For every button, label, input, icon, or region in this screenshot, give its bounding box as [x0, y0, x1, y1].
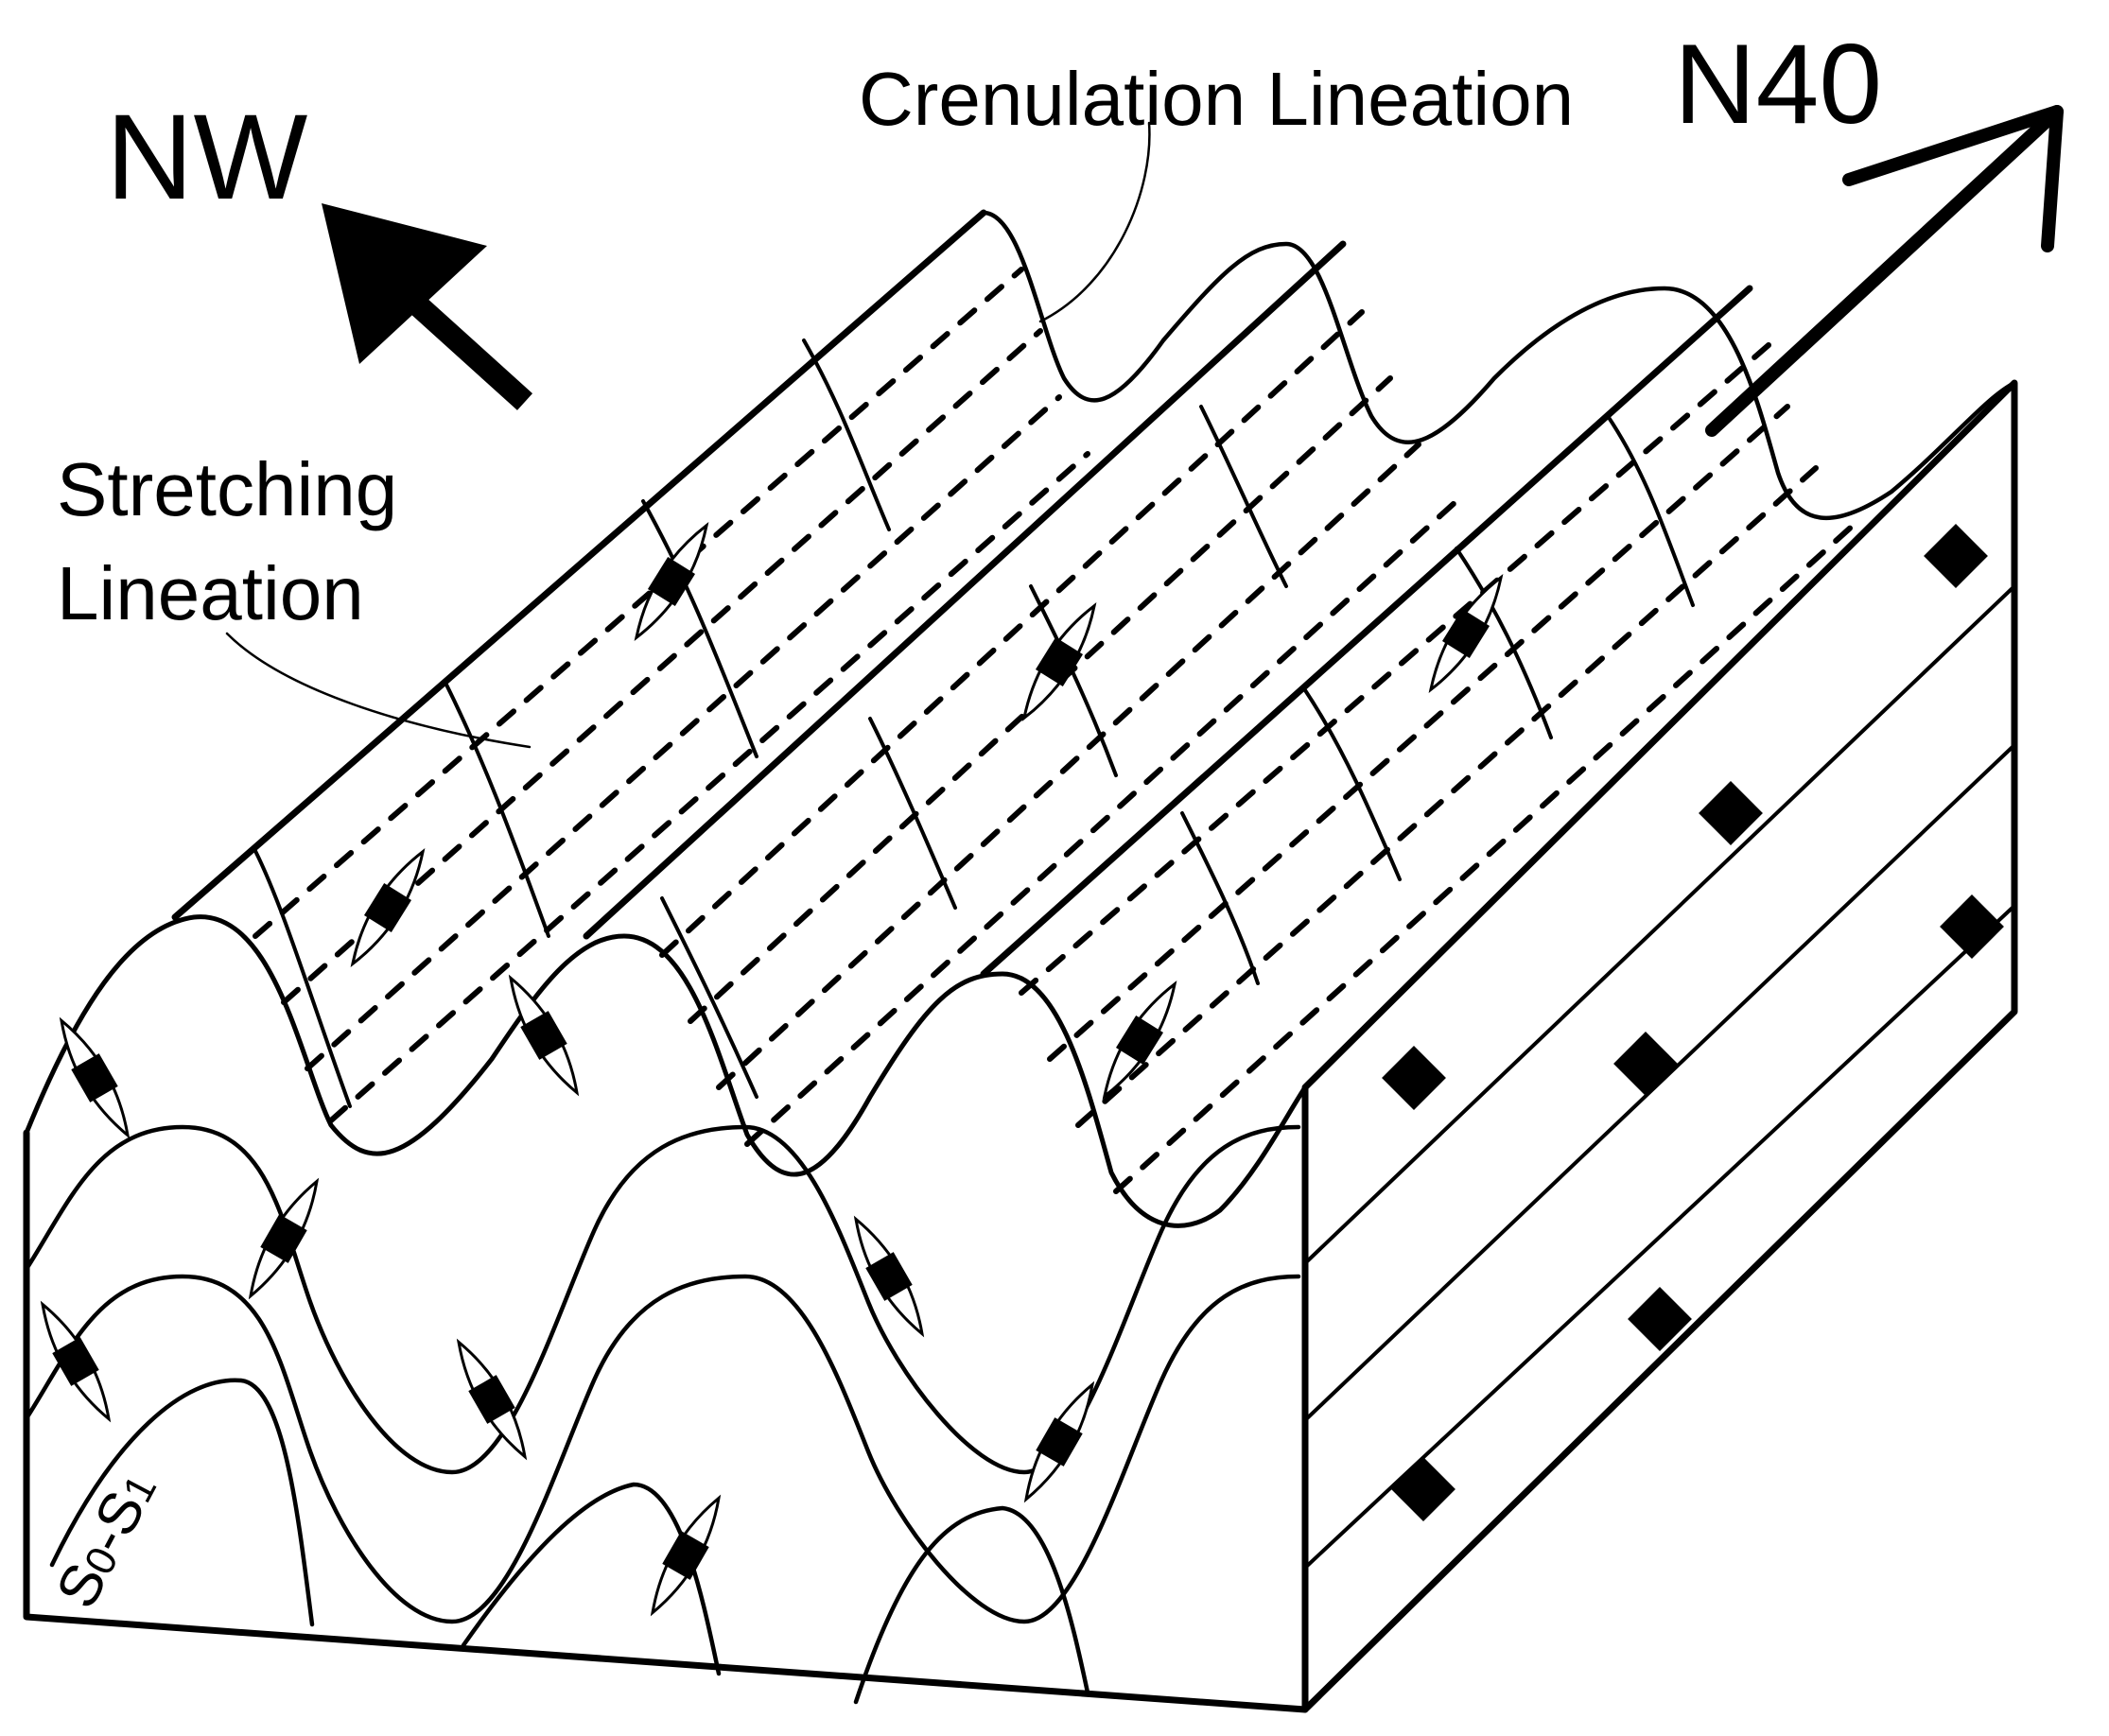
- n40-label: N40: [1674, 21, 1882, 148]
- nw-arrow: [322, 203, 533, 410]
- back-surface-profile: [981, 210, 2017, 521]
- crenulation-leader: [1038, 121, 1151, 323]
- front-fold-bottom: [461, 1482, 722, 1676]
- lineation-square: [1924, 524, 1988, 588]
- lineation-square: [1628, 1287, 1692, 1351]
- stretching-lineation-marker: [1428, 573, 1504, 694]
- stretching-lineation-label-line2: Lineation: [57, 551, 364, 635]
- right-face-layer: [1303, 584, 2016, 1265]
- stretching-lineation-marker: [40, 1300, 112, 1423]
- lineation-square: [1940, 894, 2004, 959]
- right-face-outline: [1301, 379, 2018, 1713]
- stretching-lineation-marker: [1102, 980, 1177, 1101]
- stretching-lineation-marker: [508, 974, 580, 1097]
- lineation-square: [1382, 1046, 1446, 1110]
- lineation-square: [1613, 1032, 1678, 1096]
- right-face-lineation-squares: [1382, 524, 2004, 1521]
- front-face-left-edge: [23, 1129, 1309, 1713]
- crenulation-lineation-label: Crenulation Lineation: [859, 57, 1574, 141]
- stretching-lineation-marker: [248, 1177, 320, 1300]
- stretching-lineation-marker: [650, 1494, 722, 1617]
- right-face-layer: [1303, 743, 2016, 1422]
- stretching-lineation-marker: [1021, 601, 1097, 722]
- stretching-lineation-marker: [1023, 1380, 1095, 1503]
- foliation-label: S0-S1: [44, 1461, 168, 1619]
- right-face-layer: [1303, 904, 2016, 1570]
- n40-arrow-head: [1842, 105, 2064, 252]
- stretching-lineation-marker: [634, 521, 709, 642]
- front-fold-layer: [26, 1276, 1299, 1622]
- front-fold-bottom: [49, 1378, 315, 1627]
- stretching-lineation-marker: [853, 1215, 925, 1338]
- fold-hinge-crest: [980, 285, 1753, 978]
- stretching-lineation-marker: [350, 847, 426, 968]
- lineation-square: [1391, 1457, 1455, 1521]
- stretching-lineation-label-line1: Stretching: [57, 447, 397, 531]
- n40-arrow-shaft: [1705, 105, 2064, 437]
- stretching-lineation-marker: [456, 1338, 528, 1461]
- top-surface-profile: [24, 914, 1308, 1228]
- fold-hinge-crest: [171, 209, 987, 921]
- stretching-lineation-marker: [59, 1016, 131, 1139]
- transverse-arcs: [253, 339, 1695, 1108]
- nw-label: NW: [106, 90, 307, 225]
- front-fold-bottom: [853, 1505, 1090, 1705]
- stretching-leader: [225, 632, 532, 749]
- fold-hinge-crest: [583, 240, 1347, 940]
- lineation-square: [1699, 781, 1763, 845]
- crenulation-lineation-set: [253, 267, 1856, 1194]
- front-fold-layer: [26, 1127, 1299, 1472]
- diagram-linework: [23, 105, 2064, 1713]
- stretching-lineation-markers: [40, 521, 1504, 1617]
